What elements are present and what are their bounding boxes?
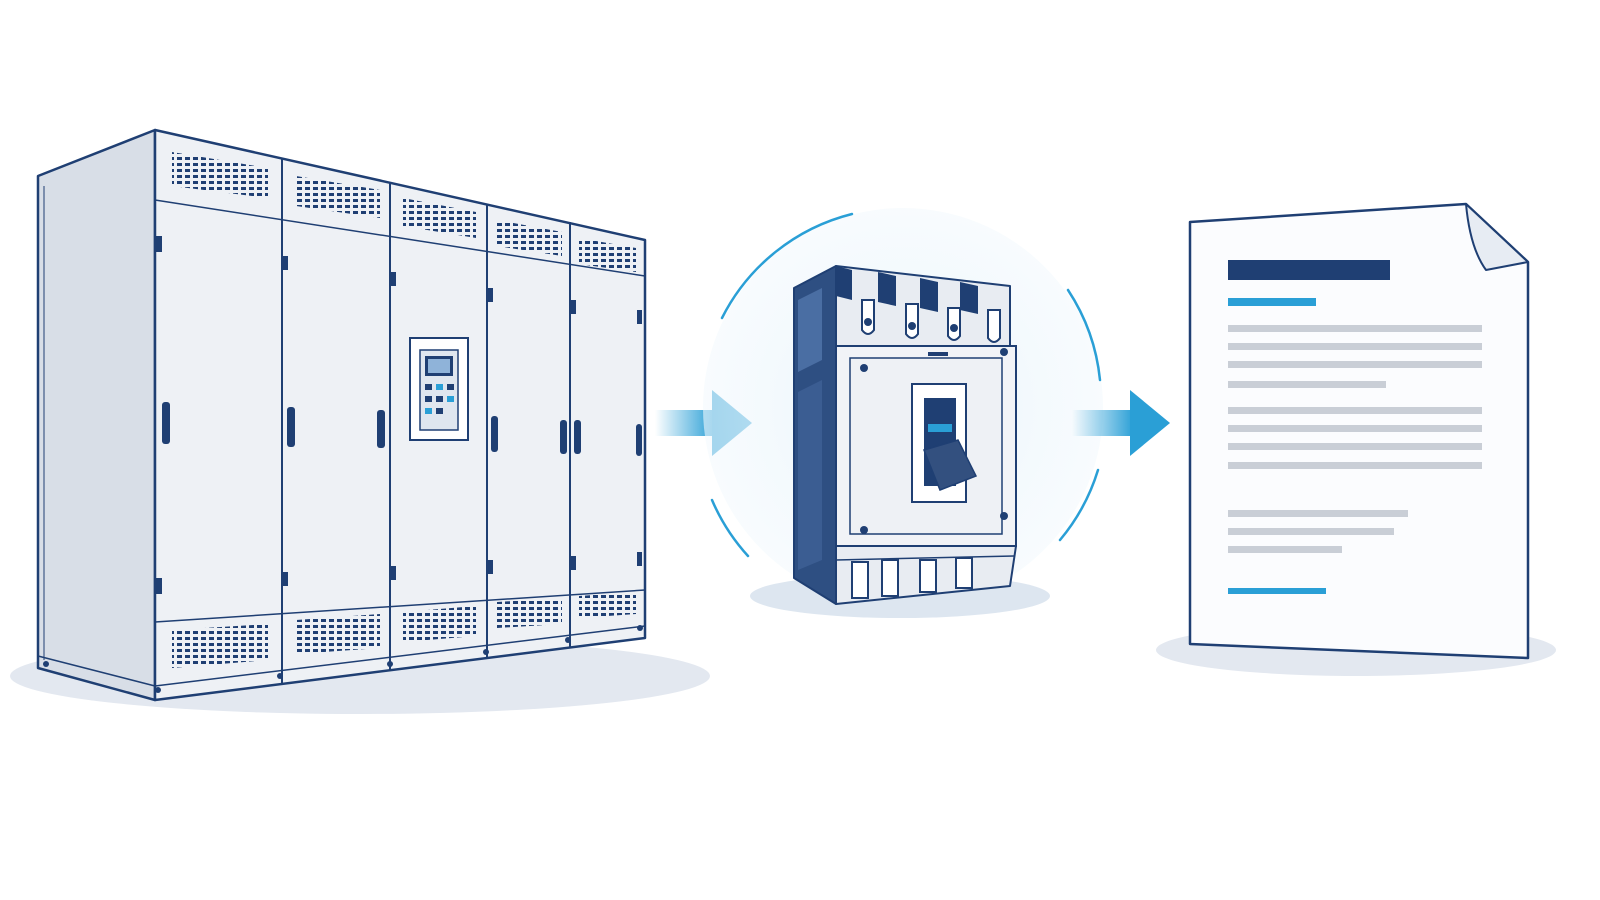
document-title-bar [1228, 260, 1390, 280]
bottom-terminals [835, 545, 1017, 605]
arrow-right-icon [1072, 390, 1170, 456]
halo-arcs [710, 212, 1102, 558]
document-subtitle-bar [1228, 298, 1316, 306]
document-signature-line [1228, 588, 1326, 594]
top-terminals [835, 265, 1011, 347]
circuit-breaker-icon [703, 208, 1103, 618]
cabinet-front [153, 128, 647, 702]
door-handles [162, 402, 642, 456]
bottom-vents [172, 592, 636, 668]
door-dividers [281, 158, 571, 684]
document-icon [1156, 202, 1556, 676]
document-text-lines [1228, 325, 1482, 553]
control-panel-icon [409, 337, 469, 441]
toggle-lever-icon [911, 383, 978, 503]
document-corner-fold [1465, 203, 1529, 271]
cabinet-icon [10, 128, 710, 714]
door-hinges [156, 236, 642, 594]
cabinet-feet [43, 625, 643, 693]
top-vents [172, 152, 636, 272]
cabinet-side-panel [36, 128, 157, 702]
